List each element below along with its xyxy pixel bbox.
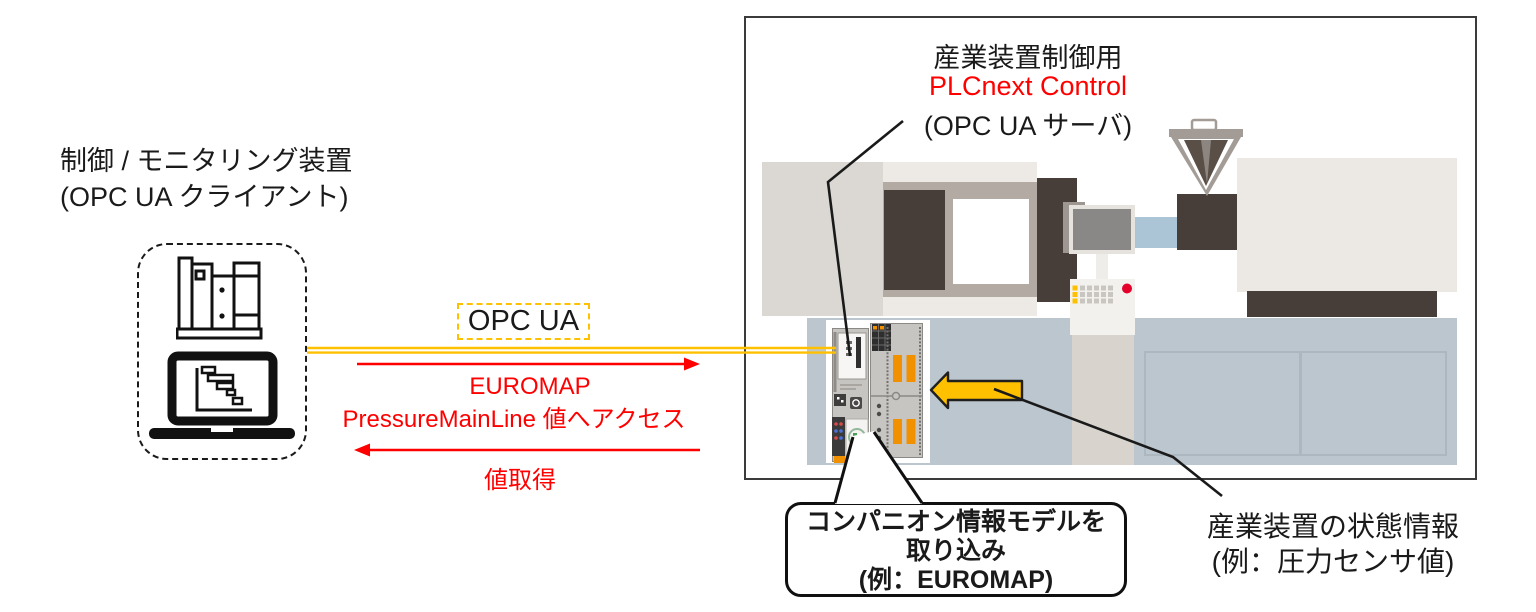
machine-clamp-housing-left	[762, 162, 883, 316]
status-label-line1: 産業装置の状態情報	[1206, 511, 1459, 542]
machine-mold-window	[953, 199, 1029, 284]
machine-keypad-panel	[1070, 279, 1135, 335]
response-label: 値取得	[484, 467, 556, 494]
laptop-gantt-icon	[149, 351, 295, 439]
server-title-plcnext: PLCnext Control	[928, 71, 1128, 101]
response-arrow	[354, 443, 700, 457]
client-title-line2: (OPC UA クライアント)	[60, 182, 349, 212]
server-title-line1: 産業装置制御用	[933, 43, 1123, 73]
machine-mold-dark-plate	[884, 190, 945, 290]
opcua-protocol-label: OPC UA	[457, 303, 590, 340]
client-title-line1: 制御 / モニタリング装置	[60, 146, 353, 176]
request-label-line2: PressureMainLine 値へアクセス	[342, 406, 686, 433]
callout-line-1: コンパニオン情報モデルを	[805, 508, 1106, 536]
books-icon	[176, 256, 263, 340]
plc-io-module	[870, 323, 923, 458]
server-title-line3: (OPC UA サーバ)	[923, 111, 1133, 141]
companion-model-callout: コンパニオン情報モデルを 取り込み (例：EUROMAP)	[785, 502, 1127, 597]
machine-pedestal	[1072, 335, 1134, 465]
machine-hmi-stand	[1096, 254, 1108, 280]
request-label-line1: EUROMAP	[469, 373, 591, 400]
status-label-line2: (例：圧力センサ値)	[1211, 546, 1455, 577]
request-arrow	[357, 357, 700, 371]
callout-line-3: (例：EUROMAP)	[858, 566, 1054, 594]
machine-hmi-screen	[1073, 209, 1131, 250]
machine-injection-housing	[1237, 158, 1457, 292]
plcnext-controller-module	[832, 328, 869, 462]
machine-injection-dark-rail	[1247, 291, 1437, 317]
callout-line-2: 取り込み	[905, 537, 1006, 565]
machine-hopper-block	[1177, 194, 1237, 250]
